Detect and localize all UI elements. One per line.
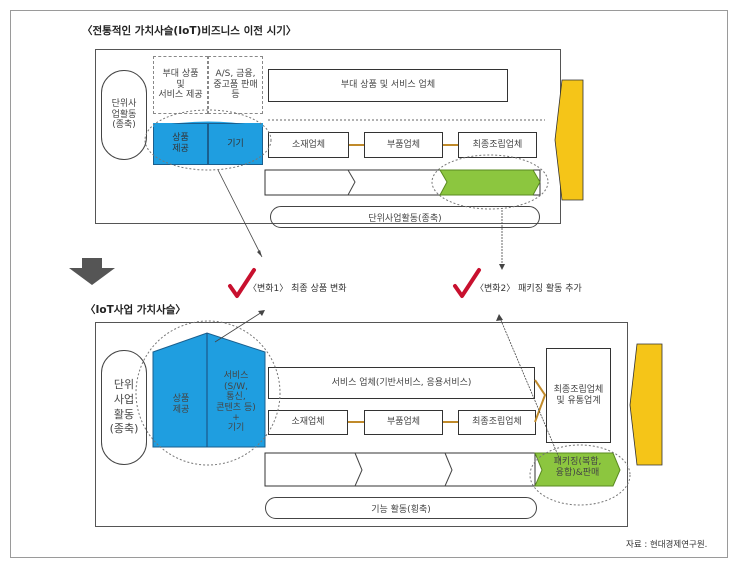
source-label: 자료 : 현대경제연구원. xyxy=(626,540,708,550)
bottom-service-device-label: 서비스 (S/W, 통신, 콘텐츠 등) + 기기 xyxy=(216,371,256,434)
top-final-assembly-box: 최종조립업체 xyxy=(458,132,537,158)
top-parts-company-box: 부품업체 xyxy=(364,132,443,158)
top-flow-parts: 부품 xyxy=(389,177,406,188)
bottom-flow-parts: 부품 xyxy=(392,464,410,475)
top-aux-service-box: A/S, 금융, 중고품 판매 등 xyxy=(208,56,263,114)
top-flow-assembly-sales: 제품 조립 및 판매 xyxy=(459,177,526,188)
top-flow-raw-material: 원재료 xyxy=(297,177,323,188)
top-unit-activity-pill: 단위사 업활동 (종축) xyxy=(101,70,147,160)
bottom-function-bar: 기능 활동(횡축) xyxy=(265,497,537,519)
change1-label: 〈변화1〉 최종 상품 변화 xyxy=(248,284,347,294)
top-product-provide-block: 상품 제공 xyxy=(153,123,208,165)
top-aux-product-box: 부대 상품 및 서비스 제공 xyxy=(153,56,208,114)
figure-frame xyxy=(10,10,728,558)
bottom-service-company-box: 서비스 업체(기반서비스, 응용서비스) xyxy=(268,367,535,399)
bottom-product-provide-label: 상품 제공 xyxy=(172,394,190,415)
bottom-parts-company-box: 부품업체 xyxy=(364,410,443,435)
bottom-section-title: 〈IoT사업 가치사슬〉 xyxy=(85,304,186,316)
bottom-final-distribution-box: 최종조립업체 및 유통업계 xyxy=(546,348,611,443)
top-device-block: 기기 xyxy=(208,123,263,165)
bottom-flow-assembly: 제품 조립 xyxy=(474,464,510,475)
bottom-customer-label: 고객 xyxy=(640,402,658,413)
top-material-company-box: 소재업체 xyxy=(268,132,349,158)
top-section-title: 〈전통적인 가치사슬(IoT)비즈니스 이전 시기〉 xyxy=(82,25,297,37)
bottom-unit-activity-pill: 단위 사업 활동 (종축) xyxy=(101,350,147,465)
top-customer-label: 고객 xyxy=(559,132,577,143)
bottom-final-assembly-box: 최종조립업체 xyxy=(458,410,536,435)
bottom-flow-packaging: 패키징(복합, 융합)&판매 xyxy=(553,457,602,478)
top-aux-company-box: 부대 상품 및 서비스 업체 xyxy=(268,69,508,102)
bottom-flow-raw-material: 원재료 xyxy=(298,464,324,475)
top-unit-activity-bar: 단위사업활동(종축) xyxy=(270,206,540,228)
change2-label: 〈변화2〉 패키징 활동 추가 xyxy=(475,284,582,294)
bottom-material-company-box: 소재업체 xyxy=(268,410,348,435)
